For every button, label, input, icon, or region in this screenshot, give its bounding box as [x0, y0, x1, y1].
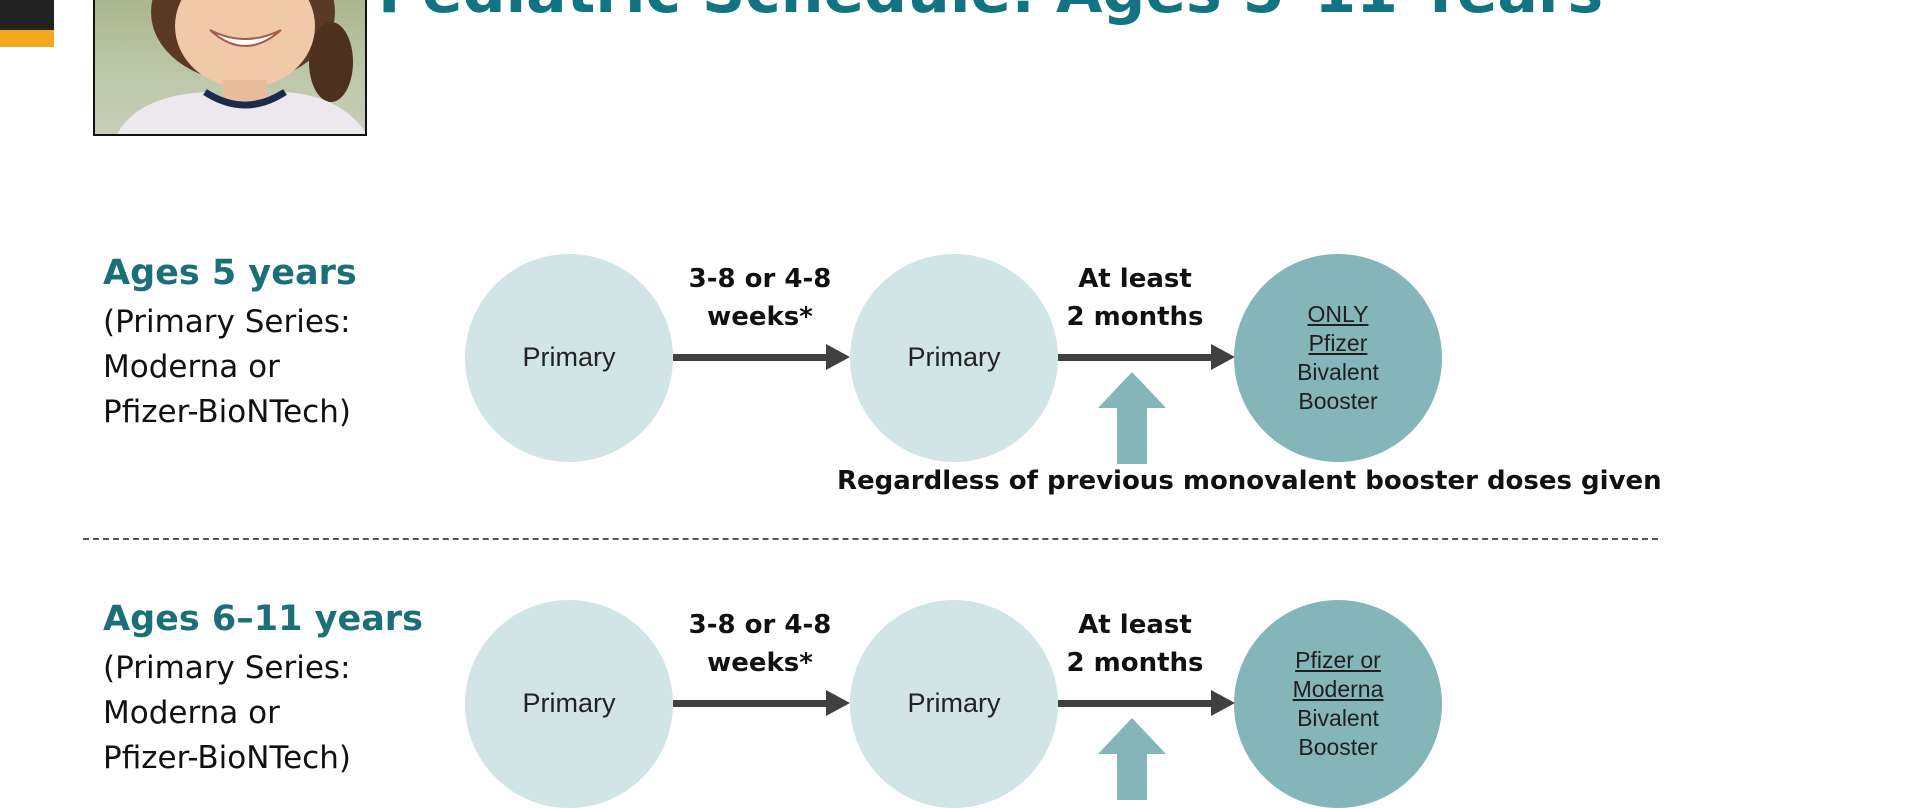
corner-accent-dark	[0, 0, 54, 30]
arrow-up-icon	[1098, 718, 1166, 800]
dose-label: Primary	[907, 688, 1001, 719]
booster-line: Bivalent	[1297, 359, 1379, 385]
interval-arrow-line	[673, 354, 827, 361]
booster-line: ONLY	[1307, 301, 1369, 327]
interval-line: 3-8 or 4-8	[688, 610, 832, 640]
booster-line: Bivalent	[1297, 705, 1379, 731]
arrow-right-icon	[1211, 344, 1235, 370]
primary-dose-2-circle: Primary	[850, 600, 1058, 808]
booster-line: Pfizer or	[1295, 647, 1381, 673]
arrow-right-icon	[826, 690, 850, 716]
interval-line: 2 months	[1066, 648, 1204, 678]
age-group-title: Ages 6–11 years	[103, 599, 423, 639]
primary-series-line: (Primary Series:	[103, 304, 351, 340]
primary-series-line: Pfizer-BioNTech)	[103, 393, 351, 430]
booster-line: Booster	[1298, 734, 1378, 760]
booster-note: Regardless of previous monovalent booste…	[837, 466, 1662, 496]
booster-line: Moderna	[1292, 676, 1384, 702]
interval-arrow-line	[673, 700, 827, 707]
primary-dose-2-circle: Primary	[850, 254, 1058, 462]
child-photo-icon	[117, 0, 365, 134]
primary-series-line: Moderna or	[103, 694, 280, 731]
arrow-right-icon	[1211, 690, 1235, 716]
age-group-title: Ages 5 years	[103, 253, 357, 293]
row-divider	[83, 538, 1658, 540]
primary-series-line: (Primary Series:	[103, 650, 351, 686]
primary-dose-1-circle: Primary	[465, 254, 673, 462]
bivalent-booster-circle: Pfizer or Moderna Bivalent Booster	[1234, 600, 1442, 808]
interval-label: At least 2 months	[1060, 606, 1210, 682]
interval-label: 3-8 or 4-8 weeks*	[680, 260, 840, 336]
primary-series-note: (Primary Series: Moderna or Pfizer-BioNT…	[103, 646, 423, 781]
dose-label: Primary	[522, 342, 616, 373]
interval-arrow-line	[1058, 700, 1212, 707]
dose-label: Primary	[907, 342, 1001, 373]
slide-title: Pediatric Schedule: Ages 5–11 Years	[378, 0, 1603, 22]
row-label-ages-6-11: Ages 6–11 years (Primary Series: Moderna…	[103, 598, 423, 781]
booster-line: Pfizer	[1308, 330, 1368, 356]
primary-series-note: (Primary Series: Moderna or Pfizer-BioNT…	[103, 300, 357, 435]
interval-line: At least	[1078, 264, 1192, 294]
interval-line: weeks*	[707, 648, 813, 678]
primary-series-line: Moderna or	[103, 348, 280, 385]
interval-label: 3-8 or 4-8 weeks*	[680, 606, 840, 682]
interval-line: 2 months	[1066, 302, 1204, 332]
row-label-ages-5: Ages 5 years (Primary Series: Moderna or…	[103, 252, 357, 435]
interval-line: At least	[1078, 610, 1192, 640]
interval-arrow-line	[1058, 354, 1212, 361]
interval-label: At least 2 months	[1060, 260, 1210, 336]
primary-dose-1-circle: Primary	[465, 600, 673, 808]
dose-label: Primary	[522, 688, 616, 719]
interval-line: weeks*	[707, 302, 813, 332]
interval-line: 3-8 or 4-8	[688, 264, 832, 294]
corner-accent-gold	[0, 30, 54, 47]
primary-series-line: Pfizer-BioNTech)	[103, 739, 351, 776]
booster-line: Booster	[1298, 388, 1378, 414]
arrow-up-icon	[1098, 372, 1166, 464]
arrow-right-icon	[826, 344, 850, 370]
child-photo	[93, 0, 367, 136]
bivalent-booster-circle: ONLY Pfizer Bivalent Booster	[1234, 254, 1442, 462]
